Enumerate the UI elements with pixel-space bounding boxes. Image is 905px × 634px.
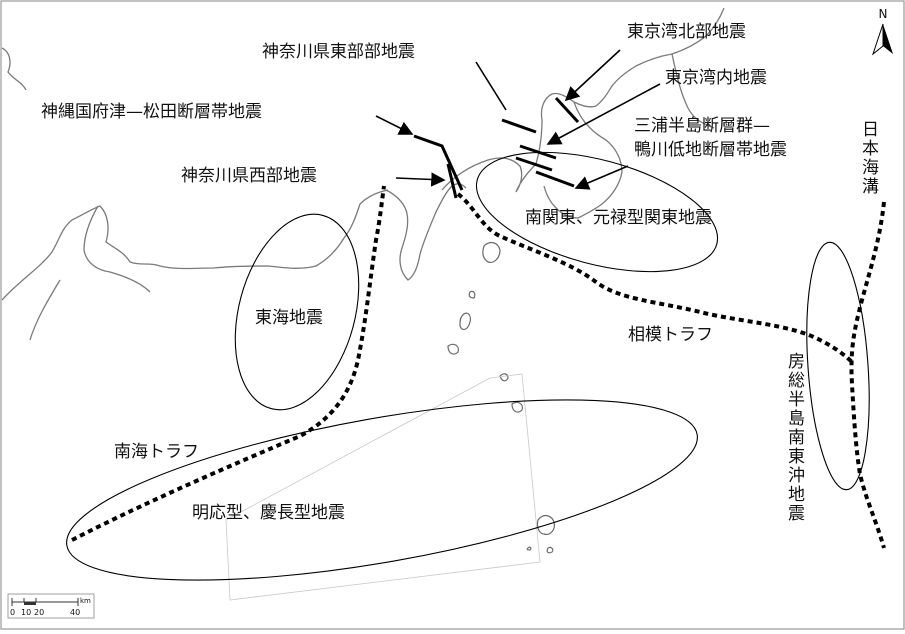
- label-boso-southeast: 房総半島南東沖地震: [784, 352, 805, 523]
- label-kanagawa-west: 神奈川県西部地震: [181, 166, 317, 186]
- japan-trench-line: [849, 201, 886, 549]
- miura-leader: [574, 165, 629, 190]
- nankai-trough-line: [71, 185, 386, 542]
- label-tokyo-bay-inner: 東京湾内地震: [665, 68, 767, 88]
- scale-tick-10: 10: [21, 608, 31, 617]
- source-region-outline: [225, 373, 541, 601]
- boso-southeast-zone: [806, 241, 870, 491]
- tokyo-bay-north-fault: [554, 96, 580, 124]
- scale-tick-20: 20: [34, 608, 44, 617]
- label-meio-keicho: 明応型、慶長型地震: [192, 503, 345, 523]
- island-miyake: [499, 373, 509, 382]
- meio-keicho-zone: [66, 399, 698, 581]
- kanagawa-east-leader: [475, 61, 507, 111]
- scale-tick-0: 0: [10, 608, 15, 617]
- coastline-layer: [1, 7, 725, 341]
- coastline-izu: [385, 183, 467, 281]
- coastline-atsumi: [29, 205, 151, 341]
- coastline-choshi: [671, 53, 715, 129]
- leader-layer: [375, 49, 661, 190]
- tokyo-bay-north-leader: [564, 49, 621, 102]
- scale-tick-40: 40: [70, 608, 80, 617]
- kanagawa-west-leader: [395, 172, 446, 187]
- north-arrow-letter: N: [879, 7, 888, 21]
- island-hachijo: [536, 514, 555, 535]
- scale-bar-unit: km: [80, 597, 91, 605]
- scale-bar-box: [7, 593, 95, 619]
- island-small-1: [526, 546, 532, 551]
- kanagawa-west-fault: [446, 163, 458, 199]
- label-kanagawa-east: 神奈川県東部部地震: [262, 42, 415, 62]
- island-kozushima: [447, 343, 459, 355]
- island-niijima: [459, 312, 471, 331]
- sagami-trough-line: [456, 192, 856, 366]
- coastline-boso: [543, 101, 623, 219]
- label-miura-line1: 三浦半島断層群—: [634, 116, 770, 136]
- label-layer: 神奈川県東部部地震 東京湾北部地震 東京湾内地震 神縄国府津—松田断層帯地震 三…: [41, 22, 879, 523]
- miura-fault-2: [535, 170, 575, 188]
- label-nankai-trough: 南海トラフ: [114, 442, 199, 462]
- label-tokai: 東海地震: [255, 308, 323, 328]
- tokyo-bay-inner-fault: [519, 144, 557, 160]
- kanagawa-east-fault: [501, 118, 537, 134]
- label-japan-trench: 日本海溝: [858, 120, 879, 196]
- north-arrow-icon: N: [871, 7, 893, 56]
- scale-bar: km 0 10 20 40: [7, 593, 95, 619]
- minami-kanto-zone: [475, 151, 719, 273]
- island-mikura: [511, 401, 523, 413]
- island-aogashima: [546, 546, 554, 554]
- coastline-west: [1, 47, 389, 301]
- label-miura-line2: 鴨川低地断層帯地震: [634, 140, 787, 160]
- label-tokyo-bay-north: 東京湾北部地震: [627, 22, 746, 42]
- tokyo-bay-inner-leader: [546, 83, 661, 145]
- miura-fault-1: [515, 156, 553, 172]
- coastline-kanto: [441, 7, 725, 193]
- island-toshima: [468, 290, 476, 299]
- tokai-zone: [234, 213, 360, 411]
- fault-layer: [413, 96, 580, 199]
- kozu-matsuda-leader: [375, 115, 414, 135]
- islands-layer: [447, 241, 555, 554]
- island-oshima: [482, 241, 501, 263]
- label-kozu-matsuda: 神縄国府津—松田断層帯地震: [41, 102, 262, 122]
- label-minami-kanto: 南関東、元禄型関東地震: [525, 208, 712, 228]
- label-sagami-trough: 相模トラフ: [628, 325, 713, 345]
- trough-layer: [71, 185, 886, 549]
- scale-bar-line: [11, 598, 79, 606]
- zone-layer: [66, 151, 870, 581]
- kozu-matsuda-fault: [413, 134, 464, 191]
